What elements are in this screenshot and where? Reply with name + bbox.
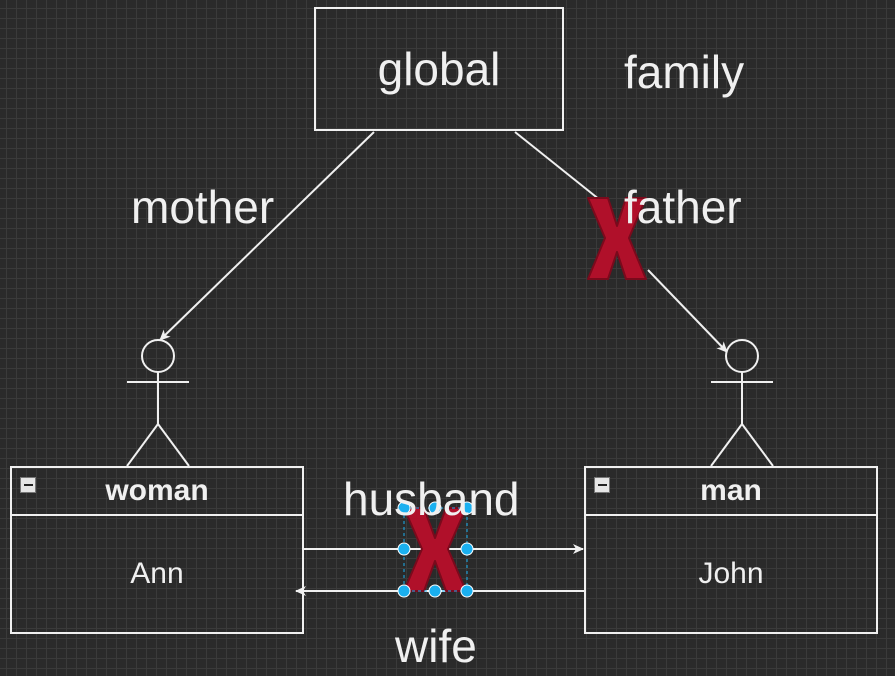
minus-icon[interactable] [20, 477, 36, 493]
class-woman-title: woman [105, 474, 209, 507]
x-mark-icon [587, 197, 647, 280]
selection-handles[interactable] [397, 501, 474, 598]
edge-mother[interactable] [159, 131, 375, 341]
class-woman-header: woman [12, 468, 302, 516]
minus-icon[interactable] [594, 477, 610, 493]
edge-father-lower[interactable] [647, 269, 728, 353]
label-wife[interactable]: wife [395, 620, 477, 672]
class-man-title: man [700, 474, 762, 507]
label-father[interactable]: father [624, 181, 742, 233]
edge-father-upper[interactable] [514, 131, 601, 201]
class-man-body: John [586, 516, 876, 632]
class-man-value: John [698, 557, 764, 590]
class-man[interactable]: man John [584, 466, 878, 634]
node-global-label: global [377, 43, 501, 95]
label-mother[interactable]: mother [131, 181, 275, 233]
class-woman-value: Ann [130, 557, 184, 590]
node-global[interactable]: global [314, 7, 564, 131]
class-woman[interactable]: woman Ann [10, 466, 304, 634]
label-family[interactable]: family [624, 46, 745, 98]
label-husband[interactable]: husband [343, 473, 520, 525]
actor-man[interactable] [710, 339, 774, 467]
class-man-header: man [586, 468, 876, 516]
class-woman-body: Ann [12, 516, 302, 632]
actor-woman[interactable] [126, 339, 190, 467]
